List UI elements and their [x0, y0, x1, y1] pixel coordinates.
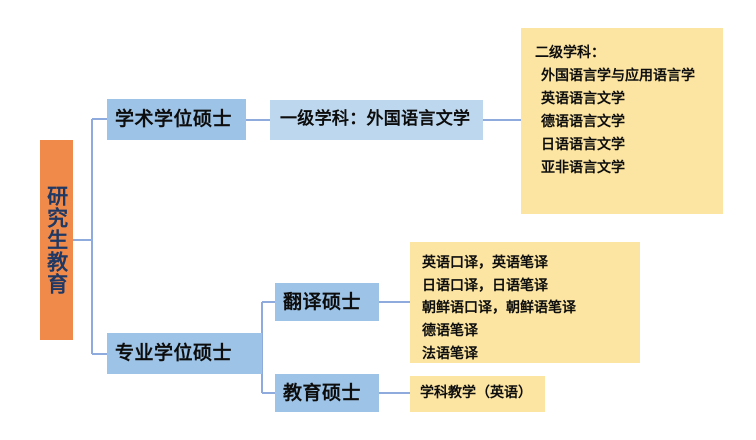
translation-program-item: 英语口译，英语笔译 — [422, 255, 548, 271]
second-disciplines-heading: 二级学科： — [535, 45, 605, 61]
node-first-discipline-label: 一级学科：外国语言文学 — [280, 109, 471, 130]
root-node-graduate-education[interactable]: 研究生教育 — [40, 140, 73, 340]
panel-education-programs[interactable]: 学科教学（英语） — [410, 376, 545, 412]
node-professional-master[interactable]: 专业学位硕士 — [107, 333, 262, 374]
translation-program-item: 法语笔译 — [422, 345, 478, 362]
node-education-master-label: 教育硕士 — [283, 381, 362, 404]
node-education-master[interactable]: 教育硕士 — [275, 374, 379, 412]
second-discipline-item: 外国语言学与应用语言学 — [541, 68, 695, 85]
panel-translation-programs[interactable]: 英语口译，英语笔译 日语口译，日语笔译 朝鲜语口译，朝鲜语笔译 德语笔译 法语笔… — [410, 242, 640, 363]
translation-program-item: 德语笔译 — [422, 323, 478, 340]
node-academic-master[interactable]: 学术学位硕士 — [107, 99, 246, 140]
translation-program-item: 朝鲜语口译，朝鲜语笔译 — [422, 300, 576, 317]
root-node-label: 研究生教育 — [44, 185, 69, 295]
node-academic-master-label: 学术学位硕士 — [115, 108, 233, 131]
panel-second-disciplines[interactable]: 二级学科： 外国语言学与应用语言学 英语语言文学 德语语言文学 日语语言文学 亚… — [521, 28, 723, 214]
node-translation-master[interactable]: 翻译硕士 — [275, 283, 379, 321]
second-discipline-item: 英语语言文学 — [541, 91, 625, 108]
node-professional-master-label: 专业学位硕士 — [115, 342, 233, 365]
node-translation-master-label: 翻译硕士 — [283, 290, 362, 313]
second-discipline-item: 德语语言文学 — [541, 114, 625, 131]
second-discipline-item: 日语语言文学 — [541, 137, 625, 154]
second-discipline-item: 亚非语言文学 — [541, 160, 625, 177]
education-program-item: 学科教学（英语） — [420, 385, 532, 402]
translation-program-item: 日语口译，日语笔译 — [422, 277, 548, 294]
node-first-discipline[interactable]: 一级学科：外国语言文学 — [270, 100, 483, 140]
